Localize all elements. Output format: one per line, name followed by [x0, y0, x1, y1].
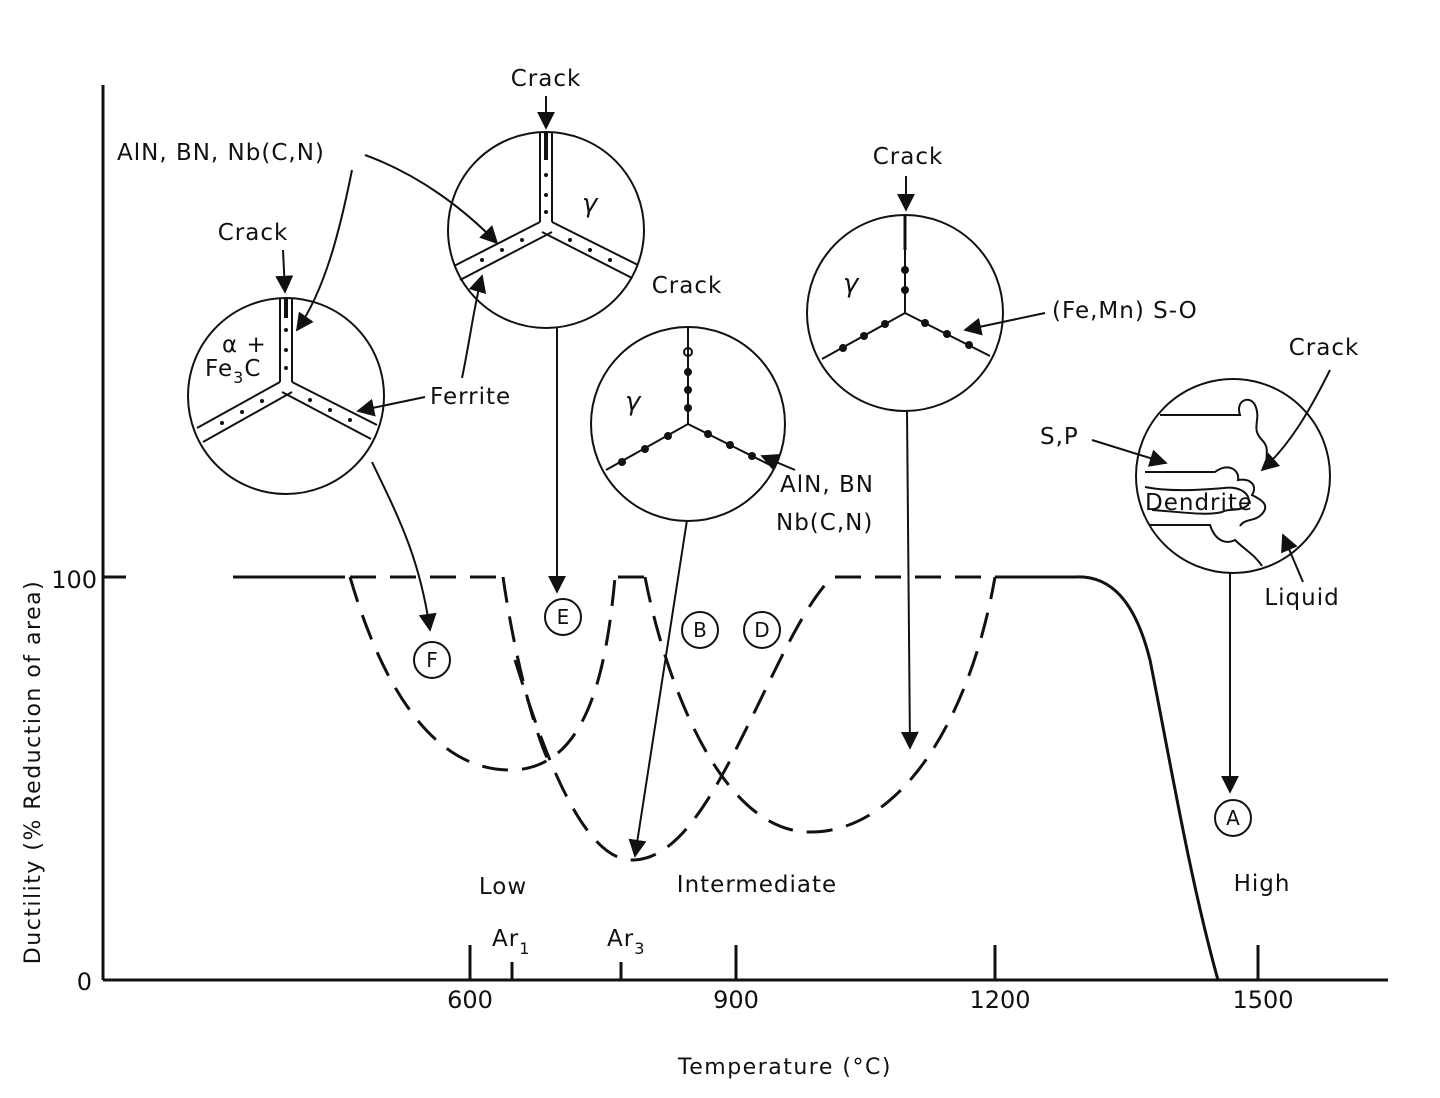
sp-label: S,P [1040, 424, 1079, 450]
precipitate-dots [480, 173, 612, 262]
trough-labels: F E B D A [413, 598, 1252, 837]
grain-boundary-film [281, 391, 372, 440]
arrow-b [628, 519, 688, 858]
crack-label: Crack [652, 273, 723, 299]
inset-ferrite-film: γ Crack [447, 66, 645, 329]
trough-label-a-ring [1214, 799, 1252, 837]
precipitates-pointer-3 [760, 454, 796, 471]
axes: 100 0 600 900 1200 1500 Temperature (°C)… [21, 85, 1388, 1080]
ferrite-label: Ferrite [430, 384, 511, 410]
trough-label-e: E [557, 605, 570, 629]
grain-boundary-film [541, 231, 633, 279]
trough-label-f: F [426, 648, 438, 672]
ar1-sub: 1 [519, 939, 530, 958]
ar3-sub: 3 [634, 939, 645, 958]
pointer-arrows [371, 328, 1239, 858]
sulfide-label: (Fe,Mn) S-O [1052, 298, 1198, 324]
trough-label-e-ring [544, 598, 582, 636]
trough-b-curve [513, 575, 834, 862]
ar1-label: Ar1 [492, 926, 530, 958]
ar1-main: Ar [492, 926, 519, 952]
trough-label-d-ring [743, 611, 781, 649]
gamma-label: γ [843, 269, 860, 299]
liquid-pointer [1281, 533, 1304, 583]
fe-c: C [244, 356, 261, 382]
dendrite-arm [1144, 486, 1250, 515]
trough-label-b: B [693, 618, 707, 642]
precipitate-label-top: AlN, BN, Nb(C,N) [117, 140, 499, 332]
ar3-main: Ar [607, 926, 634, 952]
crack-label: Crack [1289, 335, 1360, 361]
trough-label-f-ring [413, 641, 451, 679]
trough-label-b-ring [681, 611, 719, 649]
inset-high-circle [1135, 378, 1331, 574]
trough-label-d: D [754, 618, 769, 642]
fe-subscript: 3 [233, 368, 244, 387]
liquid-label: Liquid [1264, 585, 1339, 611]
arrow-d [900, 409, 919, 750]
trough-d-curve [643, 576, 997, 834]
grain-boundary-film [459, 231, 553, 281]
precipitates-pointer-2 [295, 169, 353, 332]
grain-boundary-film [202, 391, 293, 443]
ferrite-pointer-2 [461, 274, 487, 379]
inset-sulfides: γ Crack (Fe,Mn) S-O [806, 144, 1198, 412]
precipitate-dots [220, 328, 352, 425]
ar3-label: Ar3 [607, 926, 645, 958]
sulfide-particles [839, 266, 973, 352]
x-axis-label: Temperature (°C) [677, 1055, 892, 1080]
x-tick-label-1200: 1200 [969, 986, 1030, 1014]
curve-solid-right [995, 575, 1220, 981]
arrow-f [371, 461, 437, 632]
precipitate-particles [618, 368, 756, 466]
fe3c-label: Fe3C [205, 356, 261, 387]
region-high: High [1234, 871, 1291, 897]
grain-boundary-film [453, 221, 541, 267]
inset-low-circle [187, 297, 385, 495]
crack-label: Crack [873, 144, 944, 170]
alpha-plus-label: α + [222, 332, 267, 358]
y-tick-label-0: 0 [77, 968, 92, 996]
trough-e-edge [501, 576, 550, 761]
region-low: Low [479, 874, 527, 900]
precipitates-pointer-1 [364, 154, 499, 245]
crack-label: Crack [218, 220, 289, 246]
crack-pointer [1260, 369, 1331, 472]
inset-low-temperature: α + Fe3C Crack Ferrite [187, 220, 511, 495]
region-intermediate: Intermediate [677, 872, 837, 898]
precipitates-label-2b: Nb(C,N) [776, 510, 873, 536]
trough-f-curve [348, 576, 617, 772]
inset-ferrite-circle [447, 131, 645, 329]
x-tick-label-600: 600 [447, 986, 493, 1014]
dendrite-boundary [1145, 466, 1267, 527]
grain-boundary-film [551, 221, 639, 266]
inset-high-temperature: Dendrite S,P Crack Liquid [1040, 335, 1360, 611]
fe-text: Fe [205, 356, 233, 382]
sulfide-pointer [963, 312, 1046, 336]
inset-precipitates: γ Crack AlN, BN Nb(C,N) [590, 273, 874, 536]
y-axis-label: Ductility (% Reduction of area) [21, 580, 46, 964]
ductility-curves [233, 575, 1220, 981]
sp-pointer [1091, 439, 1168, 467]
crack-label: Crack [511, 66, 582, 92]
gamma-label: γ [582, 189, 599, 219]
dendrite-label: Dendrite [1145, 490, 1253, 516]
precipitates-label-2a: AlN, BN [780, 472, 874, 498]
ferrite-pointer [356, 396, 426, 417]
dendrite-boundary [1150, 524, 1263, 567]
void-particle [683, 347, 693, 357]
gamma-label: γ [625, 387, 642, 417]
dendrite-boundary [1160, 398, 1271, 469]
grain-boundary-film [196, 381, 281, 429]
trough-label-a: A [1226, 806, 1240, 830]
grain-boundary-film [291, 381, 378, 426]
crack-arrow [275, 249, 294, 294]
y-tick-label-100: 100 [51, 566, 97, 594]
precipitates-label-1: AlN, BN, Nb(C,N) [117, 140, 325, 166]
x-tick-label-900: 900 [713, 986, 759, 1014]
x-tick-label-1500: 1500 [1232, 986, 1293, 1014]
